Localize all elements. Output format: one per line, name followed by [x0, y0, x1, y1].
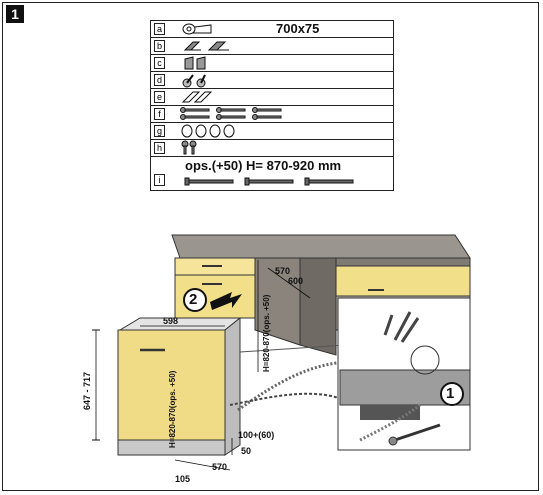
callout-2-number: 2: [189, 291, 198, 308]
callout-1-circle: [440, 382, 464, 406]
part-row-h: h: [151, 140, 393, 157]
short-screws-icon: [181, 140, 197, 155]
dim-plinth-height: 100+(60): [238, 430, 275, 440]
dim-niche-depth: 600: [288, 276, 304, 286]
part-row-c: c: [151, 55, 393, 72]
part-text: 700x75: [276, 21, 320, 36]
part-letter: c: [154, 57, 165, 69]
part-row-e: e: [151, 89, 393, 106]
parts-table: a 700x75 b c d e: [150, 20, 394, 191]
dim-base-depth: 570: [212, 462, 228, 472]
part-row-a: a 700x75: [151, 21, 393, 38]
dim-appliance-height: H=820-870(ops. +50): [168, 370, 177, 448]
part-letter: d: [154, 74, 165, 86]
side-plate-icon: [184, 56, 206, 70]
dim-cabinet-width: 598: [163, 316, 179, 326]
part-row-d: d: [151, 72, 393, 89]
right-cabinet: [335, 265, 471, 297]
figure-frame: [2, 2, 539, 491]
dim-niche-width: 570: [275, 266, 291, 276]
part-row-b: b: [151, 38, 393, 55]
drain-hose: [237, 360, 346, 412]
dim-total-height: 647 - 717: [82, 371, 92, 410]
callout-2-circle: [183, 288, 207, 312]
long-screws-icon: [184, 177, 354, 186]
part-row-f: f: [151, 106, 393, 123]
screws-icon: [180, 107, 282, 120]
washers-icon: [181, 124, 235, 138]
part-row-i: i ops.(+50) H= 870-920 mm: [151, 157, 393, 190]
part-row-g: g: [151, 123, 393, 140]
dim-plinth-gap: 50: [241, 446, 252, 456]
dim-niche-height: H=820-870(ops. +50): [262, 294, 271, 372]
dishwasher-top: [118, 317, 242, 331]
part-letter: g: [154, 125, 165, 137]
adjustable-foot-icon: [182, 74, 206, 88]
cover-strip-icon: [181, 91, 213, 103]
part-letter: a: [154, 23, 165, 35]
callout-1-number: 1: [446, 385, 455, 402]
part-letter: f: [154, 108, 165, 120]
tape-roll-icon: [182, 23, 212, 35]
part-letter: b: [154, 40, 165, 52]
mounting-bracket-icon: [183, 41, 229, 51]
step-number-badge: 1: [6, 5, 24, 23]
part-text: ops.(+50) H= 870-920 mm: [185, 158, 342, 173]
countertop: [171, 234, 471, 259]
insert-arrow: [210, 292, 242, 310]
part-letter: i: [154, 174, 165, 186]
part-letter: h: [154, 142, 165, 154]
part-letter: e: [154, 91, 165, 103]
dim-base-front: 105: [175, 474, 191, 484]
